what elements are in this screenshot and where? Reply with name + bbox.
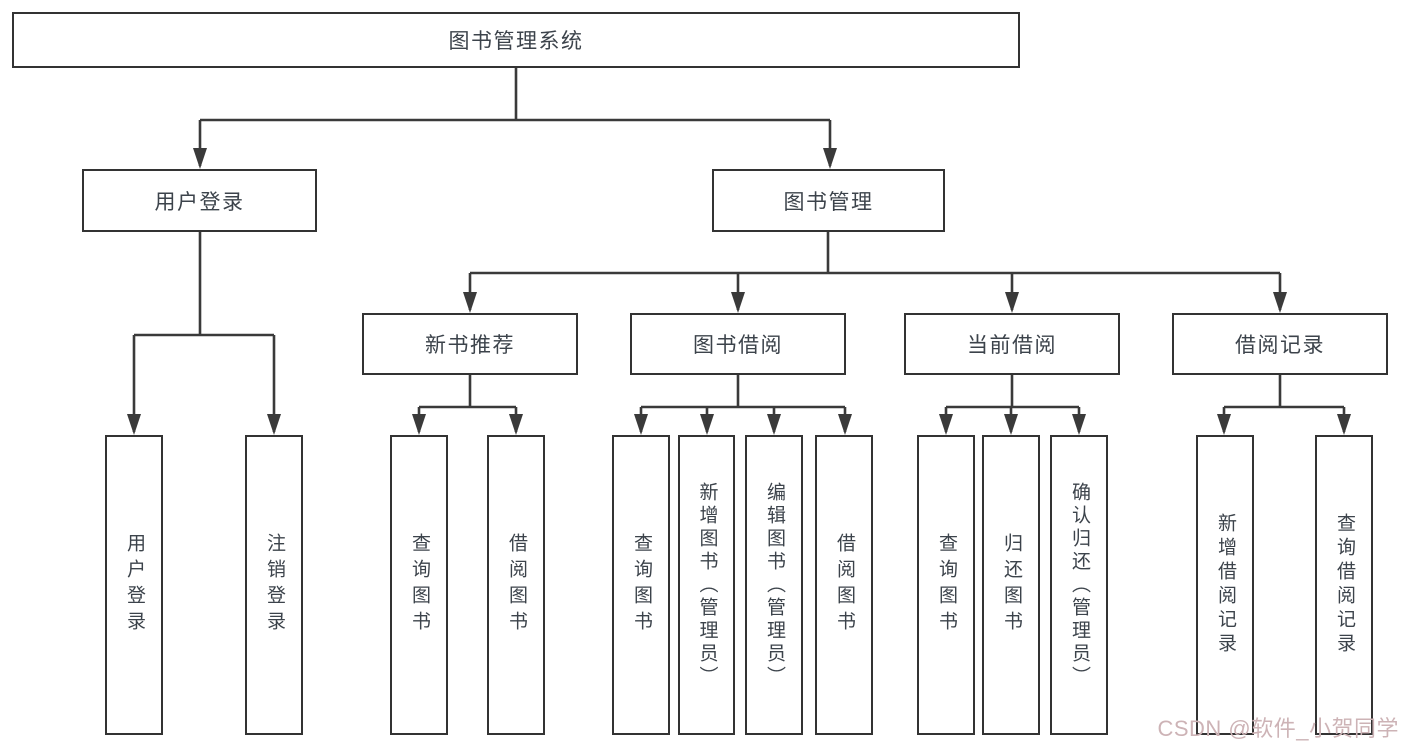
leaf-query-books-2: 查询图书 xyxy=(612,435,670,735)
leaf-return-books: 归还图书 xyxy=(982,435,1040,735)
leaf-confirm-return-admin: 确认归还（管理员） xyxy=(1050,435,1108,735)
node-borrow-records: 借阅记录 xyxy=(1172,313,1388,375)
leaf-add-borrow-record: 新增借阅记录 xyxy=(1196,435,1254,735)
node-user-login: 用户登录 xyxy=(82,169,317,232)
leaf-edit-books-admin: 编辑图书（管理员） xyxy=(745,435,803,735)
leaf-borrow-books-2: 借阅图书 xyxy=(815,435,873,735)
leaf-add-books-admin: 新增图书（管理员） xyxy=(678,435,735,735)
node-new-book-recommend: 新书推荐 xyxy=(362,313,578,375)
leaf-user-login: 用户登录 xyxy=(105,435,163,735)
node-current-borrow: 当前借阅 xyxy=(904,313,1120,375)
leaf-query-borrow-record: 查询借阅记录 xyxy=(1315,435,1373,735)
leaf-logout: 注销登录 xyxy=(245,435,303,735)
leaf-borrow-books-1: 借阅图书 xyxy=(487,435,545,735)
leaf-query-books-3: 查询图书 xyxy=(917,435,975,735)
node-root: 图书管理系统 xyxy=(12,12,1020,68)
leaf-query-books-1: 查询图书 xyxy=(390,435,448,735)
csdn-watermark: CSDN @软件_小贺同学 xyxy=(1157,716,1399,741)
node-book-borrow: 图书借阅 xyxy=(630,313,846,375)
node-book-management: 图书管理 xyxy=(712,169,945,232)
